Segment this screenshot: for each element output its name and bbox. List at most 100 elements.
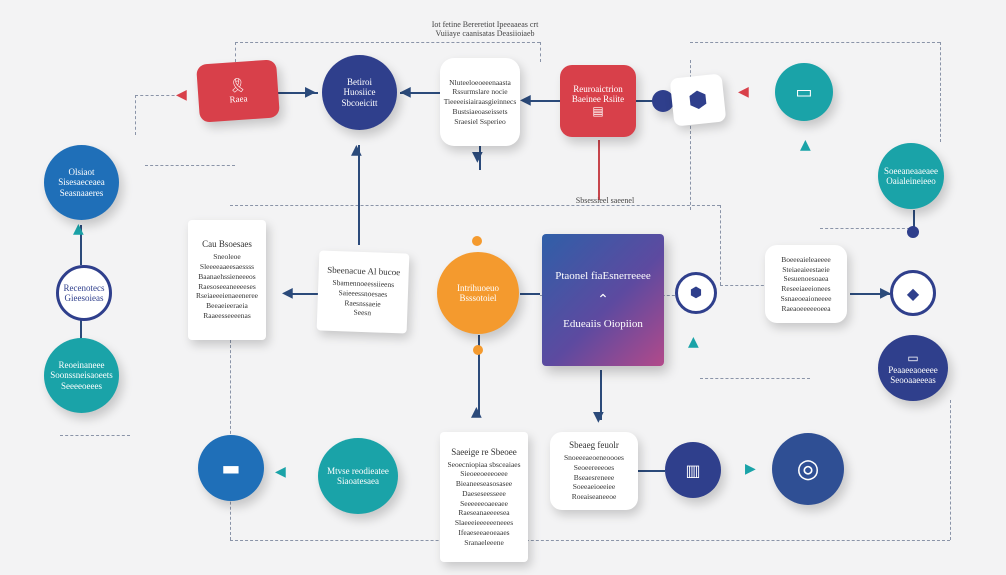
top-card-line: Sraesiel Ssperieo [454, 116, 506, 126]
connector [235, 42, 540, 43]
connector [940, 42, 941, 142]
right-card-line: Raeaoeeeeeoeea [781, 303, 831, 313]
orange-center-node[interactable]: Intrihuoeuo Bsssotoiel [437, 252, 519, 334]
right-card[interactable]: Boeeeaieleaeeee Steiaeaieestaeie Sesueno… [765, 245, 847, 323]
outline-left-line: Recenotecs [63, 282, 105, 293]
bottom-center-card-line: Seeeeeeoaeeaee [460, 498, 508, 508]
arrow-line [400, 92, 440, 94]
top-card[interactable]: Nluteeloeoeeenaasta Rssurmslare nocie Ti… [440, 58, 520, 146]
top-card-line: Nluteeloeoeeenaasta [449, 77, 511, 87]
navy-top-label: Betiroi Huosiice Sbcoeicitt [341, 76, 378, 108]
top-caption: Iot fetine Bereretiot Ipeeaaeas crt Vuii… [410, 20, 560, 38]
bottom-center-card-line: Bieaneeseasosasee [455, 479, 513, 489]
arrow-left-icon: ◀ [275, 464, 286, 480]
red-box-node[interactable]: Reuroaictrion Baeinee Rsiite ▤ [560, 65, 636, 137]
navy-bottom-small-node[interactable]: ▥ [665, 442, 721, 498]
bottom-right-card-line: Bseaesreneee [573, 472, 615, 482]
blue-left-line: Olsiaot [68, 166, 95, 177]
arrow-right-icon: ▶ [880, 285, 891, 301]
outline-far-right-node[interactable]: ◆ [890, 270, 936, 316]
left-card-line: Sneoleoe [213, 252, 241, 262]
connector [690, 42, 940, 43]
navy-top-node[interactable]: Betiroi Huosiice Sbcoeicitt [322, 55, 397, 130]
connector [540, 42, 541, 62]
small-outline-right-node[interactable]: ⬢ [675, 272, 717, 314]
arrow-up-icon: ▲ [688, 334, 699, 350]
center-left-card[interactable]: Sbeenacue Al bucoe Sbamennoeessiieens Sa… [316, 250, 410, 334]
outline-left-line: Gieesoieas [64, 293, 104, 303]
arrow-up-icon: ⌃ [597, 292, 609, 308]
left-card-title: Cau Bsoesaes [202, 239, 252, 250]
bottom-center-card-line: Raeseanaeeeesea [458, 508, 510, 518]
arrow-line [913, 210, 915, 230]
bottom-center-card-line: Sieoeeoeeeoeee [460, 469, 508, 479]
screen-icon: ▭ [795, 81, 813, 103]
bottom-center-card-line: Seoecniopiaa sbsceaiaes [447, 459, 521, 469]
teal-right-node[interactable]: Soeeaneaaeaee Oaialeineieeo [878, 143, 944, 209]
arrow-left-icon: ◀ [282, 285, 293, 301]
bottom-right-card-line: Roeaiseaneeoe [571, 492, 617, 502]
center-left-card-line: Seesn [353, 307, 372, 318]
small-navy-node[interactable] [652, 90, 674, 112]
arrow-line [290, 293, 320, 295]
connector [230, 540, 950, 541]
bottom-center-card-line: Sranaeleeene [464, 537, 504, 547]
arrow-down-icon: ▼ [593, 409, 604, 425]
bottom-center-card[interactable]: Saeeige re Sbeoee Seoecniopiaa sbsceaiae… [440, 432, 528, 562]
orange-dot [472, 236, 482, 246]
arrow-line [850, 293, 890, 295]
arrow-line [278, 92, 318, 94]
right-card-line: Reseeiaeeionees [781, 284, 831, 293]
document-icon: ▤ [592, 104, 604, 118]
bottom-center-card-line: Ifeaeseeaeoeaaes [458, 527, 510, 537]
arrow-left-icon: ◀ [176, 87, 187, 103]
center-caption: Sbsessieel saeenel [575, 196, 635, 205]
orange-center-line: Bsssotoiel [459, 293, 497, 303]
teal-right-line: Oaialeineieeo [886, 176, 936, 186]
top-card-line: Bustsiaeoaseissets [452, 106, 508, 116]
arrow-line [635, 470, 665, 472]
top-caption-line2: Vuiiaye caanisatas Deasiioiaeb [435, 29, 535, 38]
blue-bottom-left-node[interactable]: ▬ [198, 435, 264, 501]
navy-right-node[interactable]: ▭ Peaaeeaoeeee Seooaaeeeas [878, 335, 948, 401]
orange-center-line: Intrihuoeuo [457, 282, 499, 293]
navy-right-line: Peaaeeaoeeee [888, 364, 938, 375]
small-navy-dot [907, 226, 919, 238]
teal-bottom-line: Mtvse reodieatee [327, 465, 389, 476]
red-box-line: Reuroaictrion [573, 84, 623, 94]
center-left-card-title: Sbeenacue Al bucoe [327, 264, 401, 278]
left-card-line: Beeaeieeraeia [206, 301, 248, 311]
top-card-line: Rssurmslare nocie [452, 87, 508, 97]
left-card-line: Raesoseeaneeeeses [198, 281, 256, 291]
teal-top-right-node[interactable]: ▭ [775, 63, 833, 121]
outline-left-node[interactable]: Recenotecs Gieesoieas [56, 265, 112, 321]
teal-bottom-node[interactable]: Mtvse reodieatee Siaoatesaea [318, 438, 398, 514]
ribbon-node[interactable]: 🎗 Raea [196, 59, 280, 123]
left-card[interactable]: Cau Bsoesaes Sneoleoe Sleeeeaaeesaessss … [188, 220, 266, 340]
left-card-line: Baanaehssieneeeos [198, 271, 256, 281]
blue-left-node[interactable]: Olsiaot Sisesaeceaea Seasnaaeres [44, 145, 119, 220]
center-left-card-line: Raesnssaeie [344, 297, 381, 309]
navy-bottom-right-node[interactable]: ◎ [772, 433, 844, 505]
box-node[interactable]: ⬢ [669, 73, 727, 127]
arrow-line [520, 293, 540, 295]
red-box-line: Baeinee Rsiite [571, 94, 625, 104]
target-icon: ◎ [796, 454, 820, 484]
connector [135, 95, 136, 135]
connector [135, 95, 185, 96]
connector [690, 60, 691, 210]
bottom-center-card-title: Saeeige re Sbeoee [451, 446, 517, 457]
arrow-line [80, 225, 82, 265]
connector [720, 205, 721, 285]
teal-left-node[interactable]: Reoeinaneee Soonssneisaoeets Seeeeoeees [44, 338, 119, 413]
ribbon-icon: 🎗 [228, 77, 248, 95]
bird-icon: ◆ [906, 283, 920, 303]
connector [235, 42, 236, 62]
arrow-line [598, 140, 600, 200]
right-card-line: Steiaeaieestaeie [782, 264, 830, 274]
arrow-left-icon: ◀ [738, 84, 749, 100]
arrow-up-icon: ▲ [471, 404, 482, 420]
bottom-right-card[interactable]: Sbeaeg feuolr Snoeeeaeoeneoooes Seoeeree… [550, 432, 638, 510]
purple-box-node[interactable]: Ptaonel fiaEsnerreeee ⌃ Edueaiis Oiopiio… [542, 234, 664, 366]
